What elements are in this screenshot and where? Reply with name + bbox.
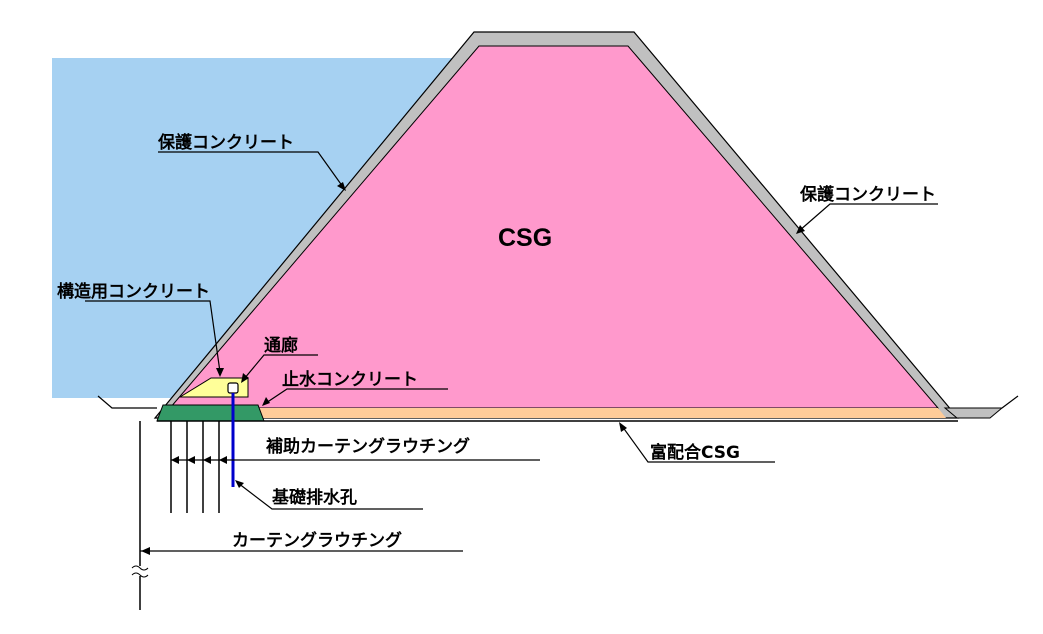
leader-drain-hole (237, 482, 423, 510)
reservoir-water (52, 58, 462, 398)
arrowhead (235, 480, 244, 488)
cutoff-concrete (156, 404, 265, 422)
arrowhead (171, 456, 179, 464)
arrowhead (216, 368, 224, 377)
label-upstream-protection: 保護コンクリート (157, 132, 294, 153)
leader-upstream-protection (158, 151, 344, 188)
arrowhead (796, 225, 805, 234)
label-cutoff-concrete: 止水コンクリート (282, 369, 418, 390)
ground-downstream-edge (1001, 395, 1019, 409)
break-mark (131, 565, 149, 578)
leader-gallery (243, 354, 318, 380)
gallery (227, 382, 239, 394)
leader-cutoff-concrete (265, 388, 448, 404)
leader-downstream-protection (798, 203, 938, 232)
label-aux-curtain-grouting: 補助カーテングラウチング (265, 436, 470, 457)
arrowhead (141, 547, 150, 555)
label-rich-mix-csg: 富配合CSG (650, 442, 740, 463)
label-downstream-protection: 保護コンクリート (799, 184, 936, 205)
ground-downstream (943, 407, 1004, 419)
label-foundation-drain-hole: 基礎排水孔 (271, 487, 357, 508)
arrowhead (619, 422, 627, 432)
leader-rich-mix-csg (621, 425, 775, 463)
leader-structural-concrete (85, 300, 221, 373)
arrowhead (219, 456, 227, 464)
label-curtain-grouting: カーテングラウチング (232, 530, 402, 551)
ground-line (97, 395, 157, 409)
arrowhead (187, 456, 195, 464)
label-csg: CSG (498, 224, 552, 252)
arrowhead (262, 397, 270, 406)
label-gallery: 通廊 (264, 335, 298, 356)
arrowhead (203, 456, 211, 464)
label-structural-concrete: 構造用コンクリート (57, 281, 210, 302)
rich-mix-csg-layer (255, 408, 946, 418)
arrowhead (241, 373, 249, 383)
arrowhead (337, 182, 346, 191)
